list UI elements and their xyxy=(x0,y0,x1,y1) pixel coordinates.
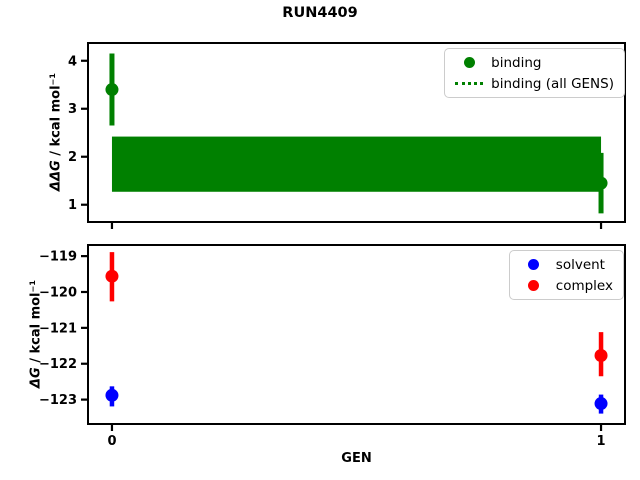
y-tick-label: −120 xyxy=(39,285,77,300)
y-axis-label-ddg-units: / kcal mol⁻¹ xyxy=(48,72,64,161)
y-tick-label: −119 xyxy=(39,250,77,265)
complex-marker-icon xyxy=(528,280,540,291)
marker-solvent xyxy=(594,397,608,411)
legend-label-binding-all-gens: binding (all GENS) xyxy=(491,75,614,92)
legend-label-complex: complex xyxy=(555,277,613,294)
y-axis-label-dg-units: / kcal mol⁻¹ xyxy=(28,279,44,368)
x-tick-label: 1 xyxy=(597,434,606,449)
y-tick-label: 2 xyxy=(68,150,77,165)
marker-complex xyxy=(594,348,608,362)
x-axis-label: GEN xyxy=(341,451,372,466)
x-tick-label: 0 xyxy=(107,434,116,449)
binding-marker-icon xyxy=(463,57,475,68)
legend-label-solvent: solvent xyxy=(555,256,605,273)
y-axis-label-ddg: ΔΔG / kcal mol⁻¹ xyxy=(49,73,64,191)
y-tick-label: 1 xyxy=(68,198,77,213)
legend-item-solvent: solvent xyxy=(520,254,613,275)
legend-handle xyxy=(520,259,548,270)
y-axis-label-dg-symbol: ΔG xyxy=(28,367,44,389)
y-tick-label: −123 xyxy=(39,393,77,408)
marker-solvent xyxy=(105,388,119,402)
y-axis-label-ddg-symbol: ΔΔG xyxy=(48,160,64,192)
marker-binding xyxy=(105,83,119,97)
legend-label-binding: binding xyxy=(491,54,542,71)
legend-dg: solvent complex xyxy=(508,250,624,300)
legend-item-complex: complex xyxy=(520,275,613,296)
axes-frame xyxy=(87,42,626,223)
legend-item-binding-all-gens: binding (all GENS) xyxy=(455,73,614,94)
legend-handle xyxy=(455,57,483,68)
marker-binding xyxy=(594,176,608,190)
axes-frame xyxy=(87,244,626,425)
figure-title: RUN4409 xyxy=(282,5,358,21)
y-tick-label: −122 xyxy=(39,357,77,372)
marker-complex xyxy=(105,269,119,283)
y-tick-label: −121 xyxy=(39,321,77,336)
legend-item-binding: binding xyxy=(455,52,614,73)
dotted-line-icon xyxy=(455,82,484,85)
legend-binding: binding binding (all GENS) xyxy=(444,48,625,98)
legend-handle xyxy=(455,82,484,85)
y-tick-label: 3 xyxy=(68,102,77,117)
y-axis-label-dg: ΔG / kcal mol⁻¹ xyxy=(29,280,44,388)
legend-handle xyxy=(520,280,548,291)
confidence-band xyxy=(111,136,602,192)
solvent-marker-icon xyxy=(528,259,540,270)
y-tick-label: 4 xyxy=(68,54,77,69)
